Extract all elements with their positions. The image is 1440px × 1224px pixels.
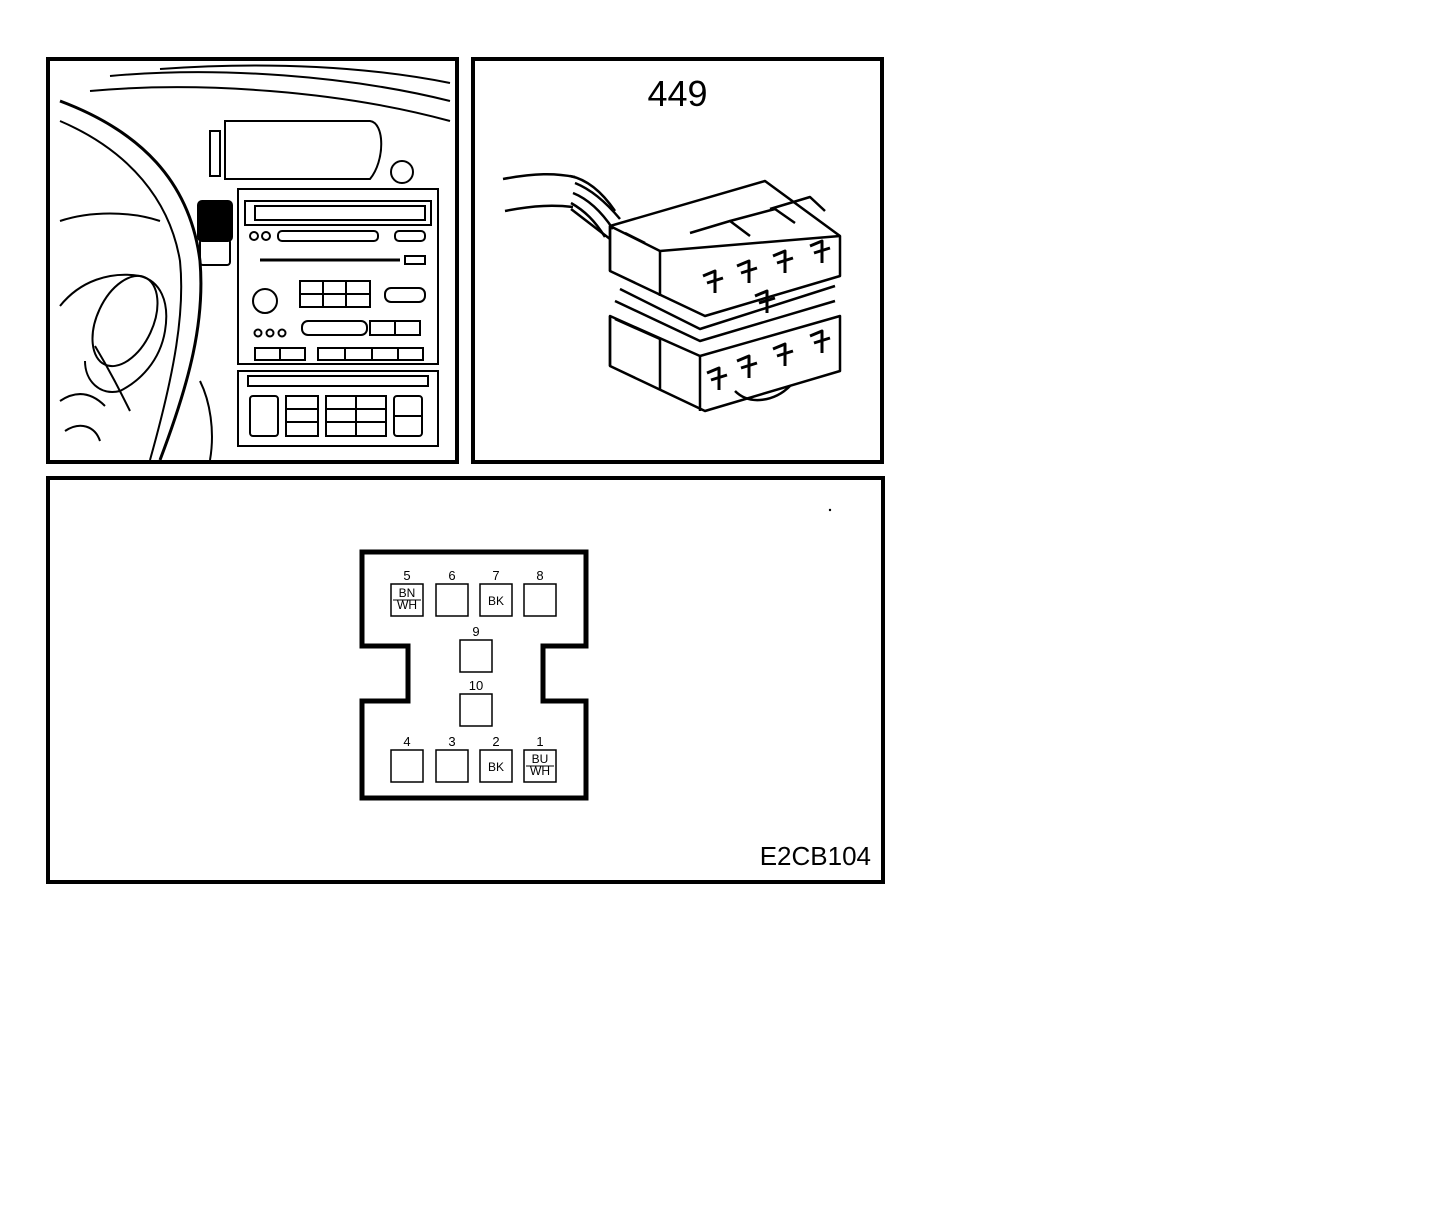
pin-number: 10 — [469, 678, 483, 693]
dashboard-location-panel — [46, 57, 459, 464]
pin-wire-color: WH — [530, 764, 550, 778]
pin-7: 7BK — [479, 568, 513, 617]
pin-wire-color: BK — [488, 760, 504, 774]
connector-illustration — [502, 172, 842, 413]
pin-wire-color: BU — [532, 752, 549, 766]
pin-8: 8 — [523, 568, 557, 617]
pin-cavity — [435, 583, 469, 617]
pin-3: 3 — [435, 734, 469, 783]
pin-4: 4 — [390, 734, 424, 783]
dashboard-illustration — [59, 64, 451, 461]
pin-number: 8 — [536, 568, 543, 583]
pin-number: 3 — [448, 734, 455, 749]
pin-number: 9 — [472, 624, 479, 639]
pin-10: 10 — [459, 678, 493, 727]
pin-cavity — [479, 749, 513, 783]
pin-cavity — [523, 583, 557, 617]
pin-number: 6 — [448, 568, 455, 583]
pin-wire-color: BK — [488, 594, 504, 608]
pin-wire-color: WH — [397, 598, 417, 612]
pin-cavity — [435, 749, 469, 783]
pin-wire-color: BN — [399, 586, 416, 600]
pin-cavity — [459, 693, 493, 727]
pin-2: 2BK — [479, 734, 513, 783]
pin-6: 6 — [435, 568, 469, 617]
pin-number: 4 — [403, 734, 410, 749]
pin-number: 2 — [492, 734, 499, 749]
connector-number: 449 — [647, 73, 708, 114]
pin-cavity — [459, 639, 493, 673]
pin-cavity — [390, 749, 424, 783]
pin-cavity — [479, 583, 513, 617]
connector-view-panel: 449 — [471, 57, 884, 464]
pin-9: 9 — [459, 624, 493, 673]
diagram-code: E2CB104 — [759, 841, 871, 871]
pin-number: 5 — [403, 568, 410, 583]
pin-number: 7 — [492, 568, 499, 583]
stray-dot — [828, 508, 832, 512]
pin-number: 1 — [536, 734, 543, 749]
